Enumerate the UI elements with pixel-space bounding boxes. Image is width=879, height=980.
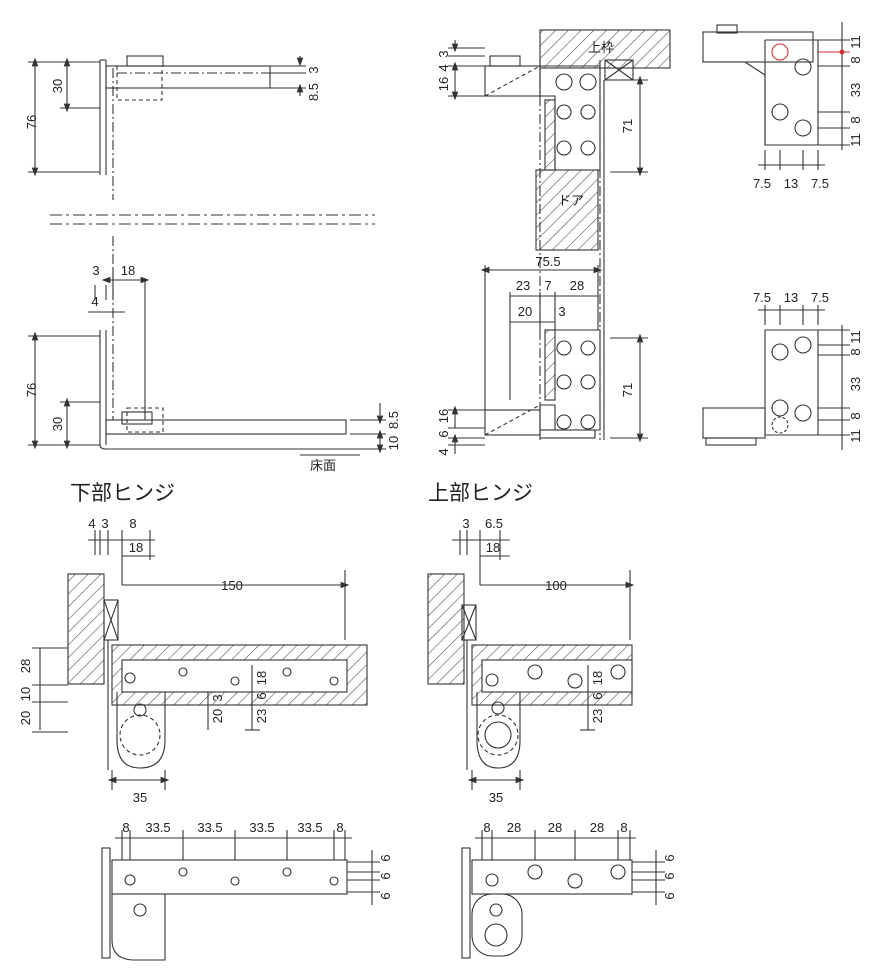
dim-uh-23: 23 [590,709,605,723]
dim-lh-8: 8 [129,516,136,531]
dim-lh-23: 23 [254,709,269,723]
dim-lh-4: 4 [88,516,95,531]
red-marker [839,49,845,55]
dim-lh-150: 150 [221,578,243,593]
dim-br-7-5b: 7.5 [811,290,829,305]
dim-tr-11b: 11 [848,133,863,147]
dim-lb-33-5b: 33.5 [197,820,222,835]
dim-lb-6b: 6 [378,872,393,879]
title-lower-hinge: 下部ヒンジ [70,482,175,505]
dim-bm-4: 4 [436,448,451,455]
dim-uh-100: 100 [545,578,567,593]
plate-front-top-right [702,22,850,170]
dim-bm-3: 3 [558,304,565,319]
lower-hinge-front [101,830,380,961]
title-upper-hinge: 上部ヒンジ [428,482,533,505]
dim-uh-6: 6 [590,692,605,699]
plate-front-bottom-right [702,305,850,450]
dim-tr-33: 33 [848,83,863,97]
dim-tm-3: 3 [436,50,451,57]
dim-bl-8-5: 8.5 [386,411,401,429]
dim-lb-6a: 6 [378,854,393,861]
dim-tr-8: 8 [848,56,863,63]
dim-ub-28b: 28 [548,820,562,835]
dim-br-7-5a: 7.5 [753,290,771,305]
dim-bm-28: 28 [570,278,584,293]
label-floor-surface: 床面 [310,458,336,473]
dim-ub-8b: 8 [620,820,627,835]
dim-tr-13: 13 [784,176,798,191]
dim-lb-33-5a: 33.5 [145,820,170,835]
dim-tm-16: 16 [436,77,451,91]
upper-hinge-front [461,830,665,959]
dim-bm-23: 23 [516,278,530,293]
dim-bm-6: 6 [436,430,451,437]
dim-uh-18b: 18 [590,671,605,685]
dim-tm-71: 71 [620,119,635,133]
dim-lb-8b: 8 [336,820,343,835]
dim-lh-6: 6 [254,692,269,699]
dim-br-11: 11 [848,330,863,344]
dim-br-8: 8 [848,348,863,355]
dim-bl-3: 3 [92,263,99,278]
dim-ub-6c: 6 [662,892,677,899]
dim-ub-28c: 28 [590,820,604,835]
dim-ub-28a: 28 [507,820,521,835]
label-door: ドア [558,193,584,208]
dim-lb-6c: 6 [378,892,393,899]
dim-tm-4: 4 [436,64,451,71]
dim-ub-6b: 6 [662,872,677,879]
dim-tl-30: 30 [50,79,65,93]
dim-lb-8: 8 [122,820,129,835]
dim-lh-3b: 3 [210,694,225,701]
dim-bl-30: 30 [50,417,65,431]
dim-lh-3: 3 [101,516,108,531]
dim-lh-35: 35 [133,790,147,805]
dim-br-33: 33 [848,377,863,391]
dim-uh-18: 18 [486,540,500,555]
dim-lh-20b: 20 [210,709,225,723]
dim-tl-8-5: 8.5 [306,83,321,101]
dim-tl-76: 76 [24,115,39,129]
dim-lb-33-5c: 33.5 [249,820,274,835]
dim-lh-18: 18 [129,540,143,555]
side-view-left [28,55,386,456]
upper-hinge-plan [427,530,635,790]
dim-ub-6a: 6 [662,854,677,861]
dim-br-13: 13 [784,290,798,305]
dim-bm-16: 16 [436,409,451,423]
dim-bl-76: 76 [24,383,39,397]
dim-bm-7: 7 [544,278,551,293]
dim-tr-7-5a: 7.5 [753,176,771,191]
lower-hinge-plan [32,530,368,790]
dim-br-8b: 8 [848,412,863,419]
dim-bm-20: 20 [518,304,532,319]
dim-uh-3: 3 [462,516,469,531]
text-labels: 76 30 3 8.5 3 18 4 76 30 8.5 10 床面 上枠 ドア… [18,35,863,899]
dim-bm-75-5: 75.5 [535,254,560,269]
dim-br-11b: 11 [848,429,863,443]
dim-bl-10: 10 [386,436,401,450]
dim-lh-10: 10 [18,687,33,701]
dim-lh-18b: 18 [254,671,269,685]
dim-bm-71: 71 [620,383,635,397]
dim-uh-35: 35 [489,790,503,805]
dim-uh-6-5: 6.5 [485,516,503,531]
dim-bl-4: 4 [91,294,98,309]
dim-bl-18: 18 [121,263,135,278]
dim-lh-20: 20 [18,711,33,725]
label-upper-frame: 上枠 [588,40,614,55]
dim-lh-28: 28 [18,659,33,673]
dim-ub-8: 8 [483,820,490,835]
dim-lb-33-5d: 33.5 [297,820,322,835]
dim-tr-7-5b: 7.5 [811,176,829,191]
door-section-middle [448,29,671,454]
dim-tr-8b: 8 [848,116,863,123]
dim-tl-3: 3 [306,66,321,73]
dim-tr-11: 11 [848,35,863,49]
